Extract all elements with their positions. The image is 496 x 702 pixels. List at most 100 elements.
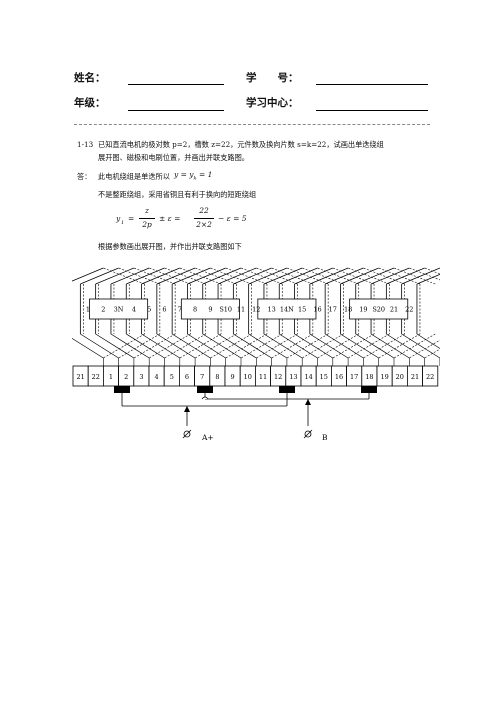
coil-end-top-dashed	[393, 267, 436, 285]
commutator-segment-label: 9	[231, 373, 235, 381]
formula-result: − ε = 5	[218, 214, 247, 223]
coil-end-top	[141, 267, 180, 285]
name-label: 姓名：	[74, 72, 106, 84]
pitch-formula: y 1 = z 2p ± ε = 22 2×2 − ε = 5	[116, 205, 276, 235]
coil-end-bottom	[171, 333, 211, 359]
coil-end-bottom	[95, 333, 135, 359]
coil-end-bottom-dashed	[347, 333, 390, 359]
commutator-segment-label: 15	[320, 373, 328, 381]
answer-label: 答：	[77, 172, 92, 181]
coil-end-top	[248, 267, 288, 285]
coil-end-bottom	[309, 333, 349, 359]
slot-number: 4	[132, 306, 136, 314]
slot-number: 1	[86, 306, 90, 314]
coil-end-top	[233, 267, 272, 285]
edge-mask-right	[440, 255, 496, 375]
formula-y-subscript: 1	[121, 220, 125, 226]
coil-end-bottom	[340, 333, 379, 359]
coil-end-top	[187, 267, 226, 285]
slot-number: 9	[208, 306, 212, 314]
coil-end-bottom-dashed	[103, 333, 145, 359]
coil-end-bottom-dashed	[256, 333, 298, 359]
coil-end-bottom	[248, 333, 288, 359]
coil-lines	[0, 255, 496, 375]
commutator-segment-label: 17	[350, 373, 358, 381]
coil-end-top	[325, 267, 364, 285]
problem-line-1: 已知直流电机的极对数 p=2，槽数 z=22，元件数及换向片数 s=k=22，试…	[98, 140, 384, 149]
coil-end-bottom-dashed	[164, 333, 206, 359]
commutator-segment-label: 22	[92, 373, 100, 381]
coil-end-top-dashed	[164, 267, 206, 285]
commutator-segment-label: 4	[155, 373, 159, 381]
coil-end-top-dashed	[240, 267, 283, 285]
brush	[197, 386, 213, 393]
slot-number: 7	[178, 306, 182, 314]
coil-end-bottom-dashed	[133, 333, 176, 359]
coil-end-top-dashed	[103, 267, 145, 285]
coil-end-bottom-dashed	[179, 333, 222, 359]
equation-step: y = yk = 1	[174, 170, 212, 182]
coil-end-bottom	[156, 333, 196, 359]
coil-end-top-dashed	[286, 267, 329, 285]
coil-end-top	[401, 267, 441, 285]
commutator-segment-label: 18	[365, 373, 373, 381]
coil-end-top	[110, 267, 150, 285]
coil-end-top-dashed	[363, 267, 405, 285]
brush-connections	[114, 386, 377, 439]
commutator-segment-label: 22	[426, 373, 434, 381]
arrow-up-icon	[305, 399, 311, 405]
equation-lhs: y = y	[174, 170, 194, 179]
grade-label: 年级：	[74, 97, 106, 109]
formula-equals: =	[128, 214, 135, 223]
terminal-a-slash	[182, 429, 192, 439]
coil-end-bottom-dashed	[240, 333, 283, 359]
study-center-label: 学习中心：	[246, 97, 299, 109]
coil-end-bottom	[355, 333, 395, 359]
commutator-segment-label: 11	[259, 373, 267, 381]
coil-end-top	[263, 267, 303, 285]
magnetic-pole-1	[89, 298, 149, 320]
coil-end-top	[80, 267, 119, 285]
slot-number: 13	[267, 306, 275, 314]
commutator-segment-label: 3	[139, 373, 143, 381]
coil-end-bottom	[370, 333, 410, 359]
pole-boxes	[89, 298, 409, 320]
slot-number: 22	[405, 306, 413, 314]
terminal-b-label: B	[322, 433, 328, 442]
coil-end-top-dashed	[378, 267, 421, 285]
edge-mask-left	[0, 255, 72, 375]
coil-end-bottom-dashed	[225, 333, 268, 359]
slot-number: 11	[237, 306, 245, 314]
coil-end-bottom	[110, 333, 150, 359]
header-divider	[74, 124, 430, 125]
arrow-up-icon	[184, 406, 190, 412]
fraction-1-bar	[139, 218, 155, 219]
answer-line-3: 根据参数画出展开图，并作出并联支路图如下	[98, 242, 242, 251]
slot-number: 17	[329, 306, 337, 314]
coil-end-top	[156, 267, 196, 285]
slot-number: 15	[298, 306, 306, 314]
equation-subscript: k	[193, 175, 197, 182]
fraction-2-numerator: 22	[199, 206, 209, 215]
coil-end-bottom	[294, 333, 333, 359]
coil-end-top	[126, 267, 165, 285]
coil-end-bottom	[202, 333, 242, 359]
commutator-segment-label: 12	[274, 373, 282, 381]
answer-line-2: 不是整距绕组，采用省铜且有利于换向的短距绕组	[98, 190, 257, 199]
coil-end-bottom	[386, 333, 425, 359]
coil-end-bottom	[279, 333, 318, 359]
student-id-label: 学 号：	[246, 72, 299, 84]
coil-end-bottom-dashed	[332, 333, 375, 359]
coil-end-top-dashed	[118, 267, 160, 285]
terminal-b-slash	[303, 429, 313, 439]
slot-number: 16	[313, 306, 321, 314]
coil-end-top	[217, 267, 257, 285]
coil-end-bottom	[187, 333, 226, 359]
coil-end-bottom-dashed	[271, 333, 314, 359]
coil-end-bottom-dashed	[393, 333, 436, 359]
slot-number: 19	[359, 306, 367, 314]
slot-number: 14N	[280, 306, 294, 314]
